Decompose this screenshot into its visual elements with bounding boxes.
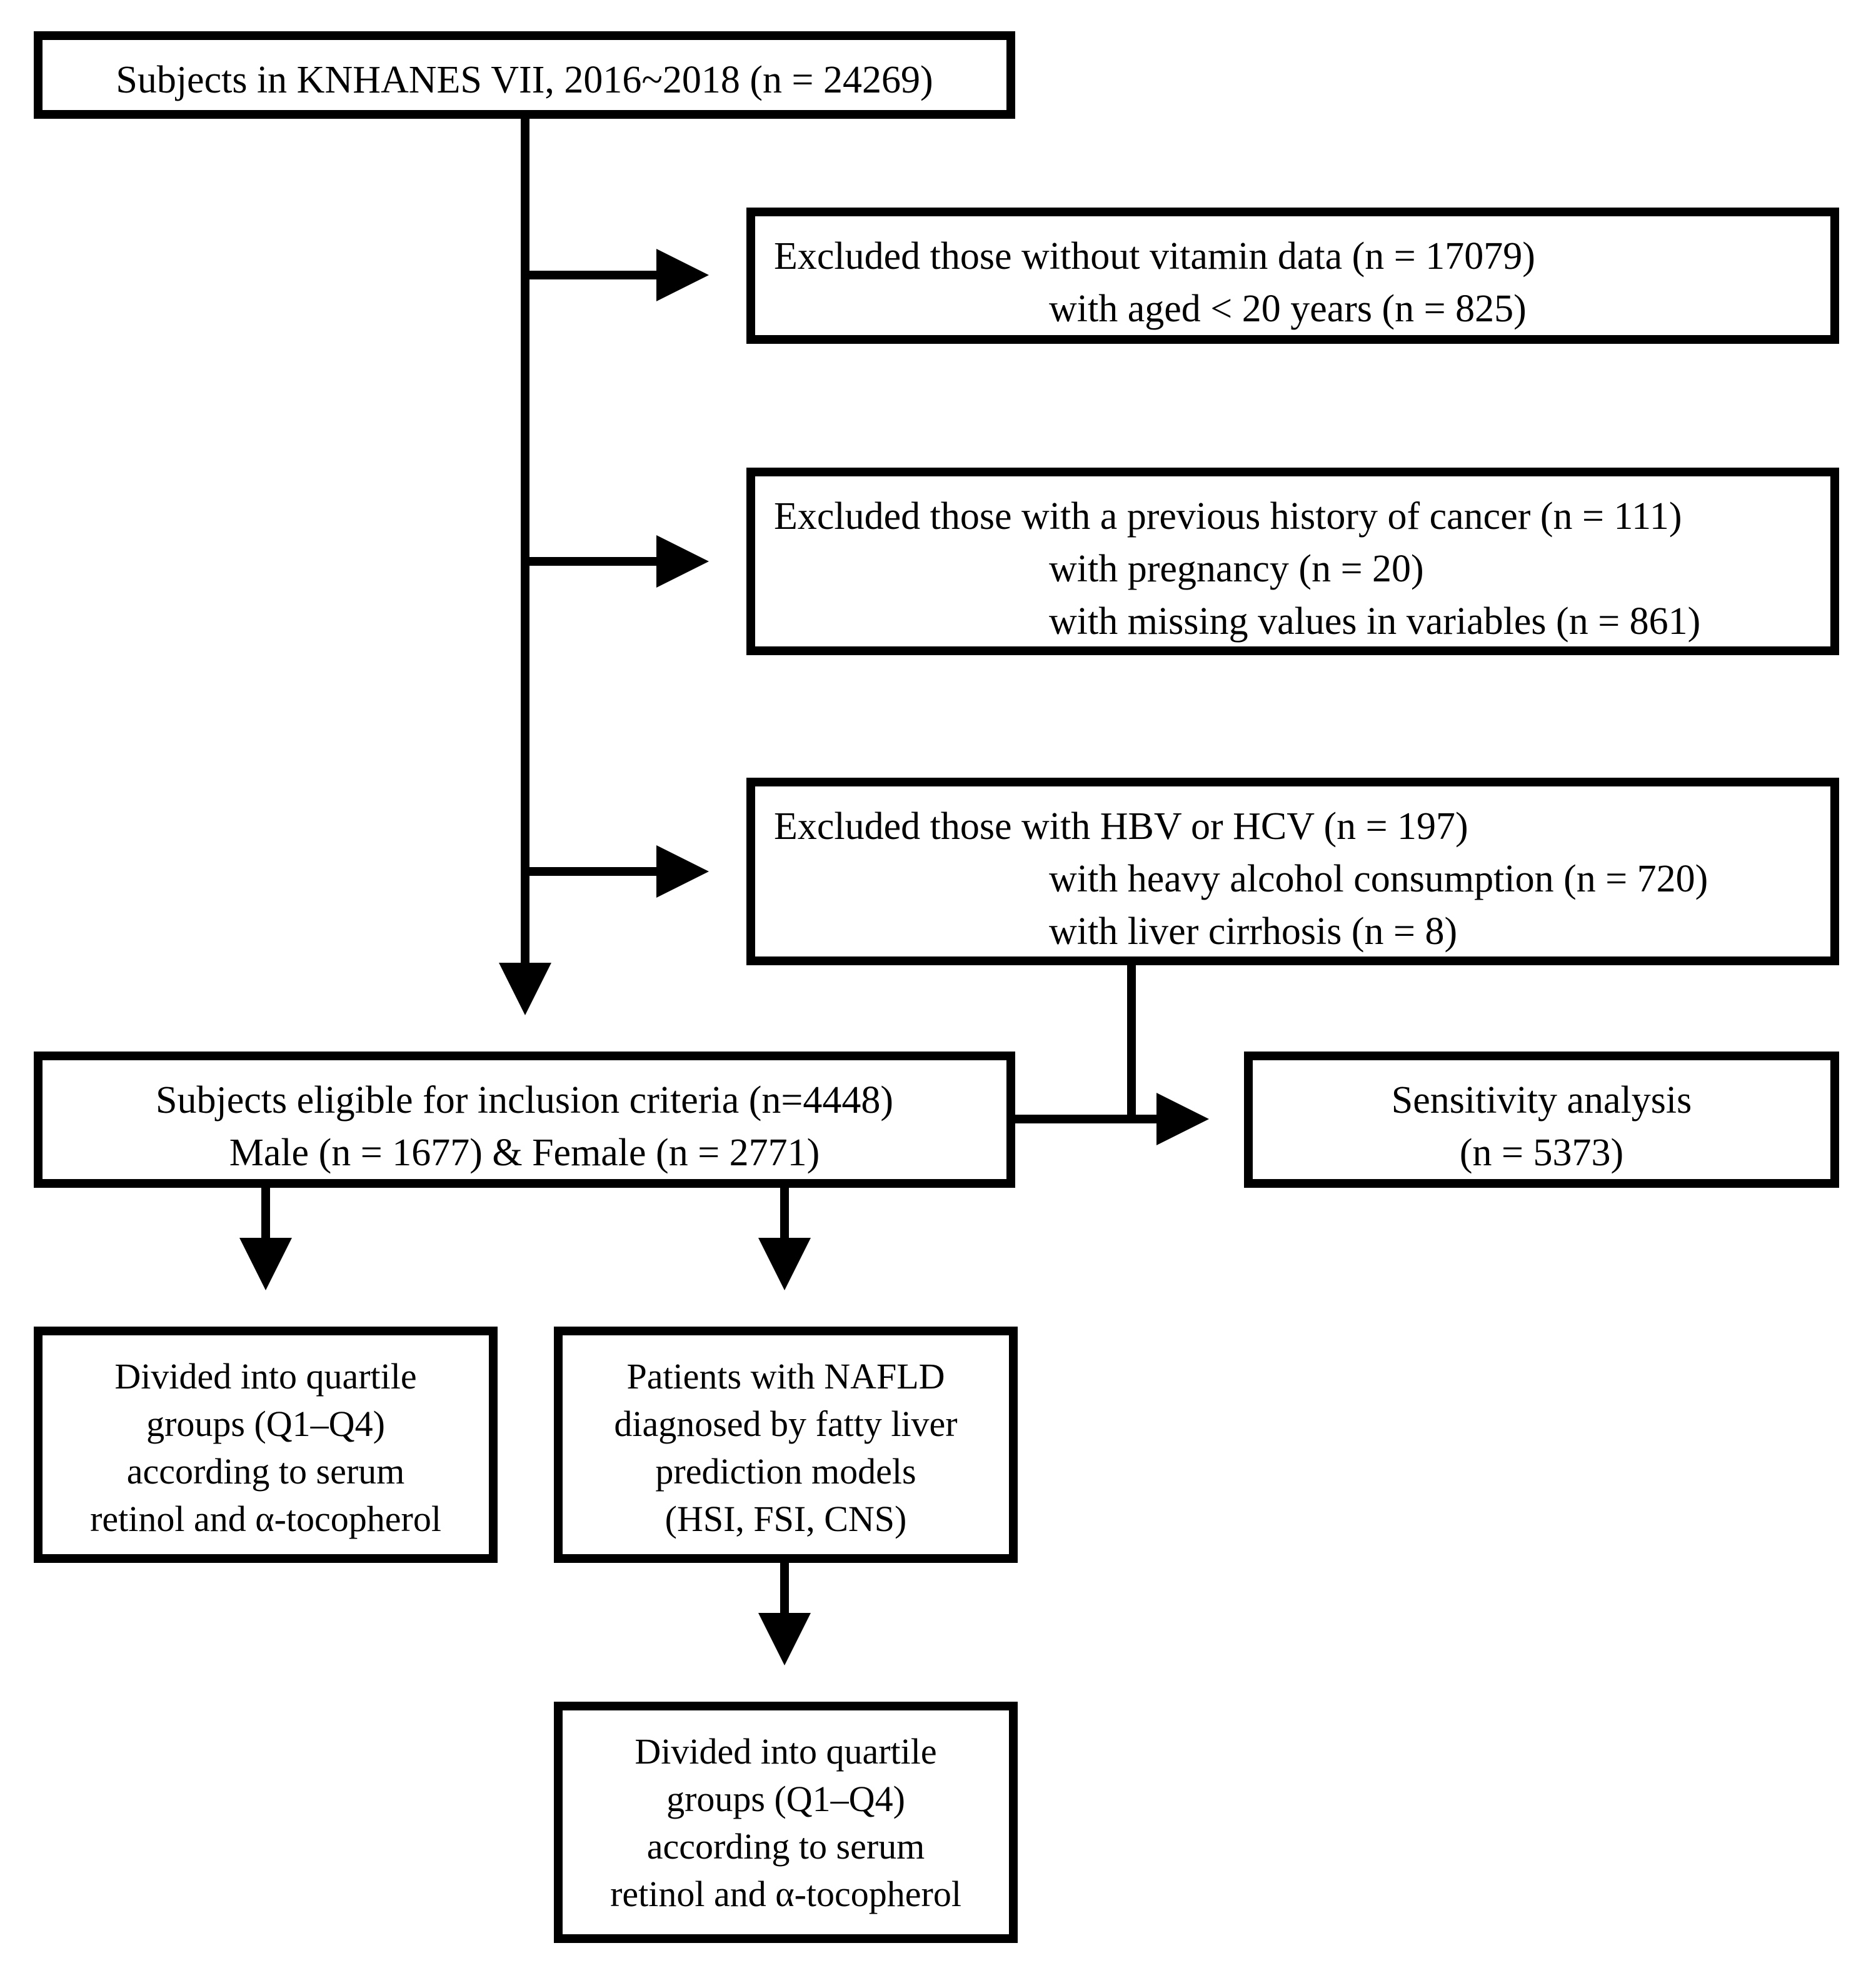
eligible-box: Subjects eligible for inclusion criteria… — [34, 1052, 1015, 1188]
exclusion1-line-1: Excluded those without vitamin data (n =… — [774, 235, 1535, 278]
quartile-all-box: Divided into quartile groups (Q1–Q4) acc… — [34, 1327, 498, 1563]
source-line-1: Subjects in KNHANES VII, 2016~2018 (n = … — [116, 59, 933, 101]
nafld-box: Patients with NAFLD diagnosed by fatty l… — [554, 1327, 1018, 1563]
exclusion2-line-2: with pregnancy (n = 20) — [1049, 548, 1424, 590]
quartile-nafld-line-3: according to serum — [646, 1826, 925, 1867]
sensitivity-line-2: (n = 5373) — [1459, 1132, 1624, 1174]
exclusion3-box: Excluded those with HBV or HCV (n = 197)… — [746, 778, 1839, 965]
source-box: Subjects in KNHANES VII, 2016~2018 (n = … — [34, 31, 1015, 119]
quartile-all-line-3: according to serum — [126, 1451, 405, 1492]
quartile-nafld-line-4: retinol and α-tocopherol — [610, 1874, 961, 1914]
quartile-all-line-4: retinol and α-tocopherol — [90, 1499, 441, 1539]
nafld-line-3: prediction models — [655, 1451, 916, 1492]
exclusion3-line-3: with liver cirrhosis (n = 8) — [1049, 910, 1458, 953]
nafld-line-2: diagnosed by fatty liver — [614, 1403, 958, 1444]
sensitivity-box: Sensitivity analysis (n = 5373) — [1244, 1052, 1839, 1188]
exclusion1-box: Excluded those without vitamin data (n =… — [746, 208, 1839, 344]
sensitivity-line-1: Sensitivity analysis — [1391, 1079, 1692, 1122]
quartile-nafld-line-2: groups (Q1–Q4) — [666, 1779, 905, 1819]
quartile-all-line-1: Divided into quartile — [114, 1356, 417, 1397]
exclusion3-line-1: Excluded those with HBV or HCV (n = 197) — [774, 805, 1468, 848]
exclusion1-line-2: with aged < 20 years (n = 825) — [1049, 288, 1527, 330]
exclusion2-line-1: Excluded those with a previous history o… — [774, 495, 1682, 538]
quartile-all-line-2: groups (Q1–Q4) — [146, 1403, 385, 1444]
nafld-line-4: (HSI, FSI, CNS) — [665, 1499, 907, 1539]
eligible-line-1: Subjects eligible for inclusion criteria… — [156, 1079, 893, 1122]
eligible-line-2: Male (n = 1677) & Female (n = 2771) — [229, 1132, 820, 1174]
exclusion3-line-2: with heavy alcohol consumption (n = 720) — [1049, 858, 1708, 900]
quartile-nafld-line-1: Divided into quartile — [635, 1731, 937, 1772]
exclusion2-box: Excluded those with a previous history o… — [746, 468, 1839, 655]
exclusion2-line-3: with missing values in variables (n = 86… — [1049, 600, 1701, 643]
nafld-line-1: Patients with NAFLD — [626, 1356, 945, 1397]
quartile-nafld-box: Divided into quartile groups (Q1–Q4) acc… — [554, 1702, 1018, 1943]
